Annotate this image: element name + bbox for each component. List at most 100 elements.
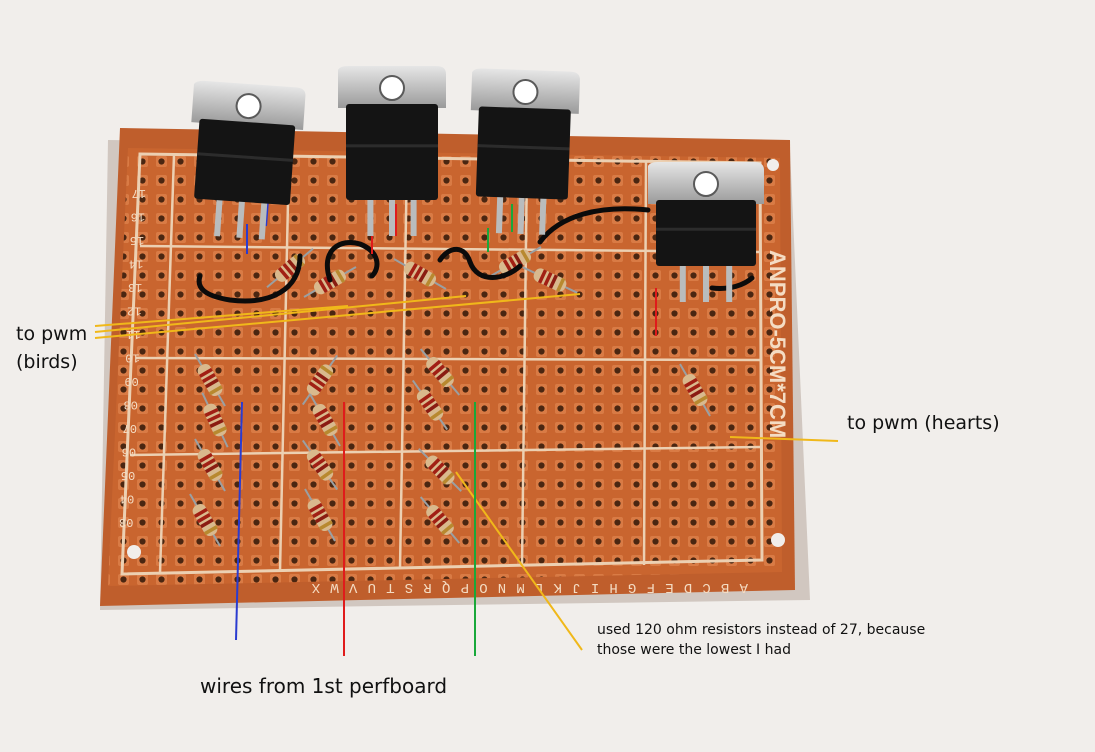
transistor-body	[656, 200, 756, 266]
color-band	[317, 279, 328, 294]
mount-hole	[771, 533, 785, 547]
color-band	[316, 413, 331, 424]
color-band	[315, 371, 329, 383]
color-band	[208, 385, 223, 396]
pointer-line-resistors	[455, 471, 583, 651]
color-band	[427, 457, 441, 471]
pointer-line-birds	[94, 305, 349, 327]
color-band	[513, 253, 524, 268]
row-number: 15	[130, 233, 144, 247]
resistor	[194, 438, 226, 492]
resistor	[419, 496, 461, 544]
transistor-leg	[679, 262, 686, 302]
color-band	[323, 425, 338, 436]
resistor	[522, 266, 578, 294]
column-letters: ABCDEFGHIJKLMNOPQRSTUVWX	[302, 579, 748, 595]
color-band	[198, 452, 213, 463]
color-band	[287, 259, 299, 273]
color-band	[196, 513, 211, 524]
color-band	[689, 388, 704, 399]
color-band	[548, 274, 558, 289]
row-number: 06	[122, 445, 136, 459]
color-band	[212, 426, 228, 436]
color-band	[315, 462, 329, 474]
resistor	[301, 439, 339, 491]
color-band	[320, 364, 334, 376]
resistor	[189, 493, 221, 547]
resistor	[309, 393, 341, 447]
color-band	[425, 272, 436, 287]
hole-grid	[108, 148, 782, 586]
annotation-wires: wires from 1st perfboard	[200, 674, 448, 698]
color-band	[206, 413, 222, 423]
color-band	[277, 266, 290, 280]
resistor	[411, 379, 449, 431]
color-band	[323, 276, 334, 291]
jumper-wire	[324, 240, 380, 283]
color-band	[435, 517, 449, 529]
annotation-line: those were the lowest I had	[597, 642, 791, 658]
mount-hole	[127, 545, 141, 559]
color-band	[432, 364, 446, 377]
annotation-line: used 120 ohm resistors instead of 27, be…	[597, 622, 926, 638]
color-band	[319, 418, 334, 429]
color-band	[199, 518, 214, 529]
color-band	[430, 409, 444, 421]
transistor-leg	[539, 194, 547, 235]
tab-hole	[512, 79, 539, 106]
body-ridge	[346, 144, 438, 148]
color-band	[683, 377, 698, 388]
color-band	[320, 469, 334, 481]
color-band	[318, 520, 333, 531]
color-band	[441, 523, 455, 535]
pointer-line-hearts	[729, 436, 839, 442]
mount-hole	[767, 159, 779, 171]
transistor-body	[475, 106, 571, 200]
resistor	[419, 348, 461, 396]
color-band	[204, 407, 219, 418]
transistor-leg	[703, 262, 709, 302]
color-band	[335, 269, 346, 284]
body-ridge	[656, 227, 756, 231]
color-band	[311, 508, 326, 519]
resistor	[301, 354, 339, 406]
color-band	[204, 378, 219, 389]
color-band	[428, 507, 442, 520]
color-band	[432, 462, 445, 475]
transistor	[470, 68, 580, 235]
resistor	[679, 363, 711, 417]
tab-hole	[379, 75, 405, 101]
row-number: 12	[127, 304, 141, 318]
tab-hole	[235, 93, 262, 120]
color-band	[204, 463, 219, 474]
color-band	[282, 262, 295, 276]
jumper-wire	[437, 246, 523, 280]
color-band	[208, 470, 223, 481]
row-number: 14	[129, 257, 143, 271]
resistor	[201, 392, 229, 448]
row-number: 08	[123, 398, 137, 412]
color-band	[441, 375, 455, 387]
jumper-wires	[196, 206, 755, 304]
transistor-leg	[258, 199, 268, 240]
annotation-to-pwm-hearts: to pwm (hearts)	[847, 412, 1000, 434]
color-band	[425, 402, 439, 414]
jumper-wire	[537, 206, 651, 245]
transistor-leg	[214, 196, 223, 237]
row-number: 09	[124, 374, 138, 388]
annotation-resistor-note: used 120 ohm resistors instead of 27, be…	[597, 620, 925, 660]
row-number: 05	[121, 468, 135, 482]
color-band	[502, 259, 513, 274]
color-band	[428, 359, 442, 372]
annotation-to-pwm-birds: to pwm (birds)	[16, 320, 87, 376]
resistor	[194, 353, 226, 407]
color-band	[308, 452, 323, 464]
transistor-group	[191, 66, 764, 302]
color-band	[311, 376, 326, 388]
color-band	[421, 397, 436, 409]
color-band	[311, 457, 326, 469]
body-ridge	[477, 144, 570, 151]
color-band	[418, 268, 429, 283]
resistor	[393, 258, 447, 290]
